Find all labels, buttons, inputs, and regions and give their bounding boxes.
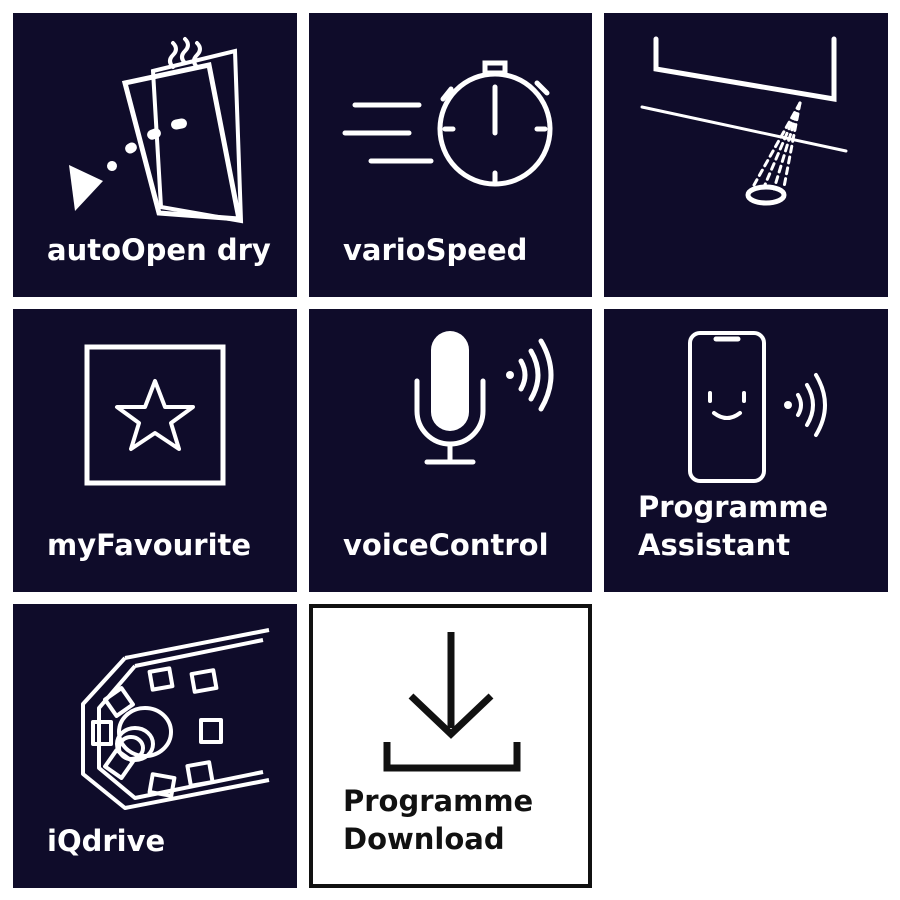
tile-label: Programme Download (343, 782, 533, 858)
tile-label: iQdrive (47, 824, 166, 858)
tile-voicecontrol[interactable]: voiceControl (309, 309, 592, 592)
water-spray-icon (640, 36, 848, 206)
label-line: Programme (638, 490, 829, 524)
tile-programme-assistant[interactable]: Programme Assistant (604, 309, 888, 592)
smartphone-smiley-icon (688, 331, 827, 483)
label-line: Programme (343, 784, 534, 818)
tile-variospeed[interactable]: varioSpeed (309, 13, 592, 297)
tile-label: voiceControl (343, 528, 549, 562)
tile-autoopen-dry[interactable]: autoOpen dry (13, 13, 297, 297)
microphone-icon (414, 331, 554, 465)
label-line: Download (343, 822, 505, 856)
download-icon (383, 632, 521, 772)
star-icon (84, 344, 226, 486)
tile-label: varioSpeed (343, 233, 528, 267)
tile-label: myFavourite (47, 528, 252, 562)
stopwatch-icon (342, 60, 553, 187)
open-door-steam-icon (69, 37, 244, 224)
tile-programme-download[interactable]: Programme Download (309, 604, 592, 888)
label-line: Assistant (638, 528, 791, 562)
tile-iqdrive[interactable]: iQdrive (13, 604, 297, 888)
tile-spray-arm[interactable] (604, 13, 888, 297)
tile-label: autoOpen dry (47, 233, 271, 267)
tile-label: Programme Assistant (638, 488, 828, 564)
motor-icon (81, 628, 270, 810)
tile-myfavourite[interactable]: myFavourite (13, 309, 297, 592)
